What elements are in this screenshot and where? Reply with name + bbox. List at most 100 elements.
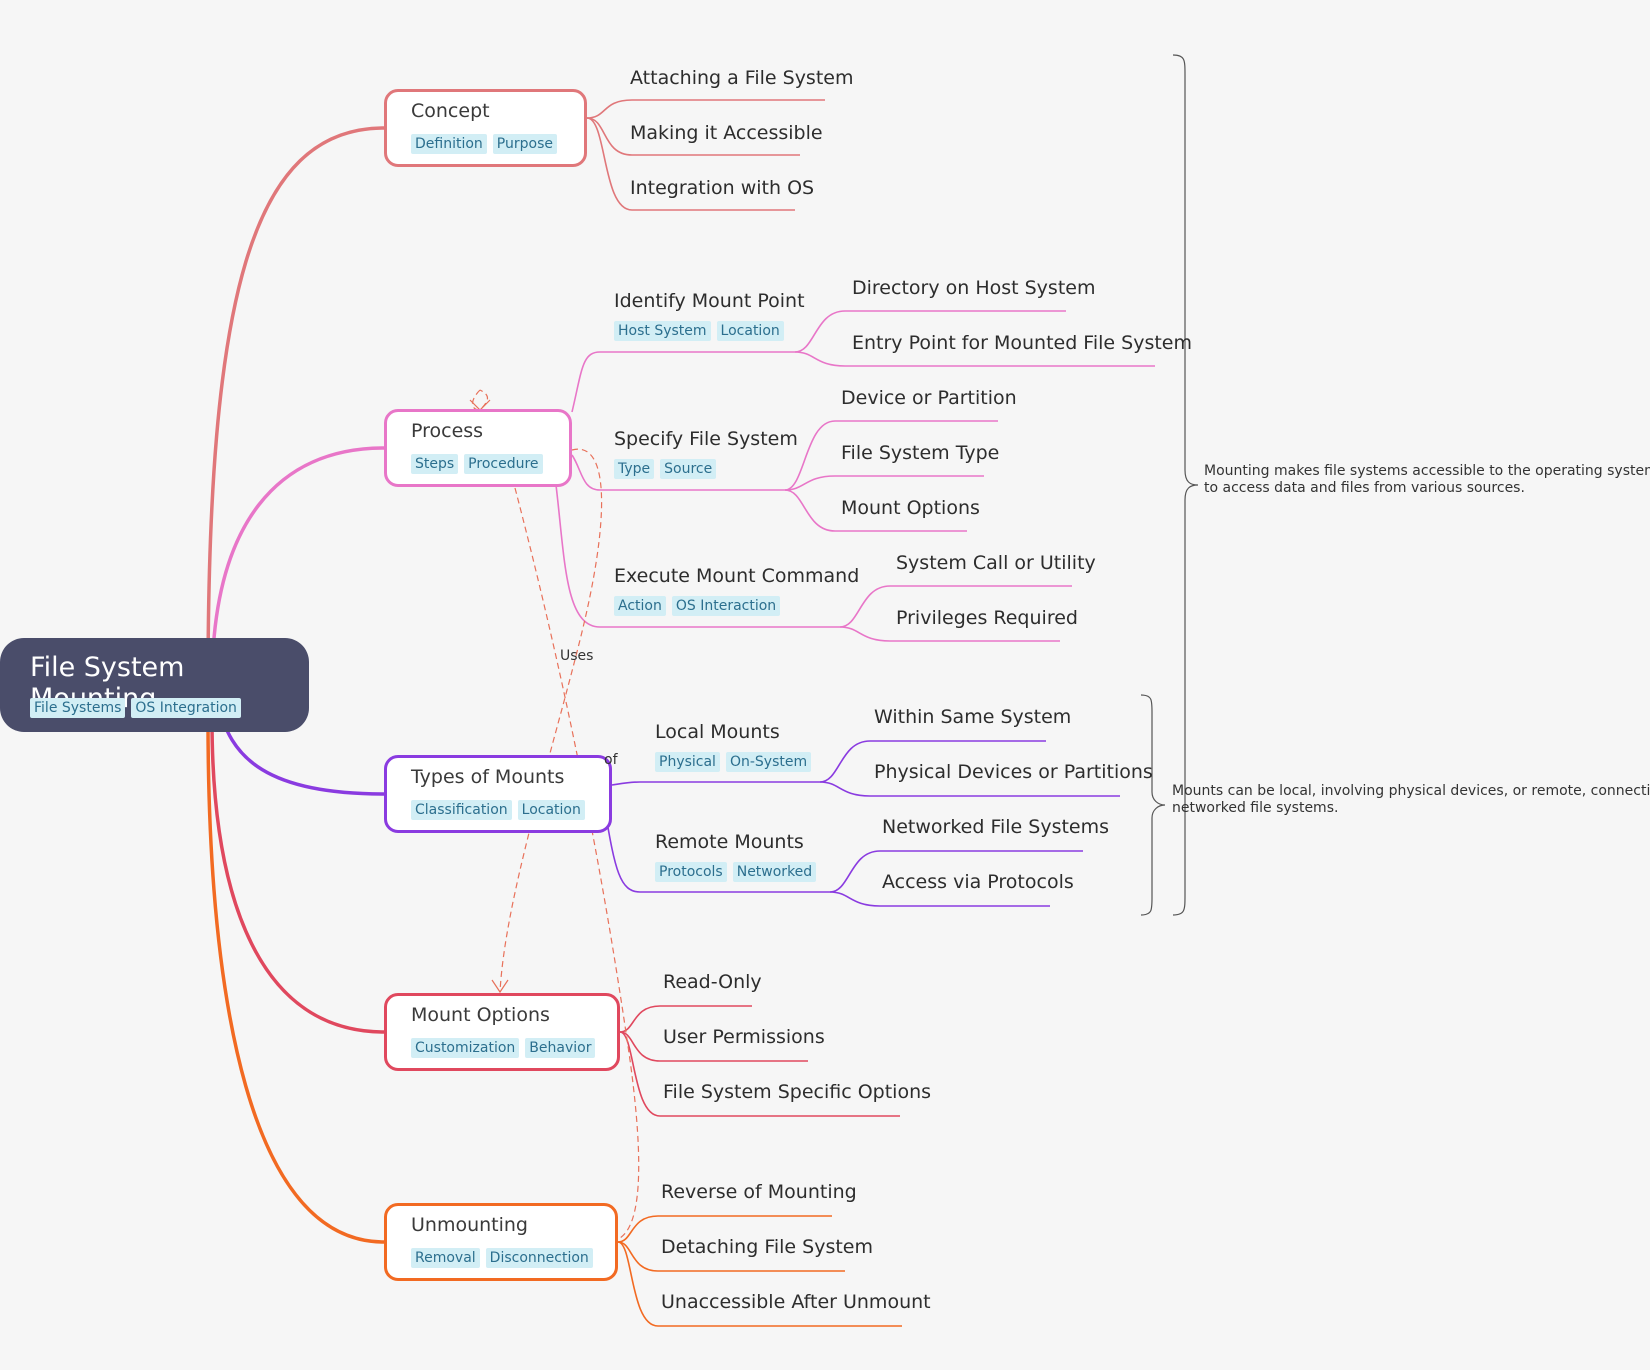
subtopic-line (555, 484, 840, 628)
root-topic[interactable]: File System Mounting File Systems OS Int… (0, 638, 309, 732)
tag: Location (517, 800, 585, 820)
leaf-line (617, 1241, 902, 1327)
subtopic-title[interactable]: Local Mounts (655, 721, 780, 743)
branch-types-of-mounts[interactable]: Types of Mounts Classification Location (384, 755, 612, 833)
summary-line: to access data and files from various so… (1204, 480, 1525, 496)
leaf-topic[interactable]: Attaching a File System (630, 67, 854, 89)
subtopic-tags: Physical On-System (655, 752, 812, 772)
tag: Location (716, 321, 784, 341)
tag: Customization (411, 1038, 520, 1058)
summary-bracket (1172, 54, 1199, 916)
leaf-line (819, 740, 1046, 783)
leaf-line (619, 1031, 808, 1062)
branch-line (210, 446, 385, 686)
leaf-topic[interactable]: Mount Options (841, 497, 980, 519)
tag: Action (614, 596, 666, 616)
leaf-topic[interactable]: Integration with OS (630, 177, 815, 199)
leaf-line (619, 1031, 900, 1117)
branch-title: Concept (411, 100, 490, 122)
leaf-line (784, 475, 984, 491)
branch-concept[interactable]: Concept Definition Purpose (384, 89, 587, 167)
leaf-line (794, 351, 1155, 367)
leaf-topic[interactable]: Entry Point for Mounted File System (852, 332, 1192, 354)
leaf-topic[interactable]: Unaccessible After Unmount (661, 1291, 931, 1313)
tag: Procedure (464, 454, 543, 474)
leaf-line (586, 99, 825, 119)
branch-tags: Classification Location (411, 800, 585, 820)
leaf-line (617, 1241, 845, 1272)
tag: Networked (732, 862, 817, 882)
relationship-arrow (491, 979, 509, 994)
branch-line (210, 719, 385, 1034)
tag: Physical (655, 752, 720, 772)
leaf-topic[interactable]: Making it Accessible (630, 122, 823, 144)
tag: Definition (411, 134, 487, 154)
tag: On-System (725, 752, 812, 772)
tag: File Systems (30, 698, 126, 718)
branch-tags: Definition Purpose (411, 134, 557, 154)
root-topic-tags: File Systems OS Integration (30, 698, 241, 718)
tag: Disconnection (485, 1248, 593, 1268)
relationship-label[interactable]: of (604, 752, 618, 768)
subtopic-line (571, 351, 795, 413)
tag: OS Interaction (671, 596, 781, 616)
tag: OS Integration (131, 698, 241, 718)
relationship-label[interactable]: Uses (560, 648, 594, 664)
tag: Protocols (655, 862, 727, 882)
subtopic-title[interactable]: Execute Mount Command (614, 565, 860, 587)
leaf-line (586, 117, 800, 156)
branch-mount-options[interactable]: Mount Options Customization Behavior (384, 993, 620, 1071)
leaf-topic[interactable]: File System Type (841, 442, 1000, 464)
branch-title: Mount Options (411, 1004, 550, 1026)
leaf-topic[interactable]: Directory on Host System (852, 277, 1096, 299)
subtopic-tags: Protocols Networked (655, 862, 817, 882)
tag: Behavior (525, 1038, 596, 1058)
leaf-line (784, 420, 998, 491)
leaf-topic[interactable]: Within Same System (874, 706, 1072, 728)
relationship-line (514, 487, 640, 1239)
leaf-line (839, 585, 1072, 628)
leaf-topic[interactable]: Privileges Required (896, 607, 1078, 629)
branch-process[interactable]: Process Steps Procedure (384, 409, 572, 487)
summary-line: networked file systems. (1172, 800, 1339, 816)
subtopic-tags: Host System Location (614, 321, 784, 341)
branch-line (206, 126, 385, 686)
leaf-topic[interactable]: Read-Only (663, 971, 762, 993)
leaf-topic[interactable]: File System Specific Options (663, 1081, 932, 1103)
tag: Purpose (492, 134, 557, 154)
summary-line: Mounts can be local, involving physical … (1172, 783, 1650, 799)
subtopic-tags: Type Source (614, 459, 717, 479)
summary-line: Mounting makes file systems accessible t… (1204, 463, 1650, 479)
leaf-topic[interactable]: Access via Protocols (882, 871, 1074, 893)
branch-line (206, 719, 385, 1244)
leaf-topic[interactable]: System Call or Utility (896, 552, 1096, 574)
leaf-line (819, 781, 1120, 797)
subtopic-line (604, 809, 830, 893)
leaf-topic[interactable]: Device or Partition (841, 387, 1017, 409)
leaf-line (829, 850, 1083, 893)
leaf-line (839, 626, 1060, 642)
tag: Source (660, 459, 717, 479)
subtopic-title[interactable]: Remote Mounts (655, 831, 804, 853)
subtopic-title[interactable]: Specify File System (614, 428, 798, 450)
subtopic-title[interactable]: Identify Mount Point (614, 290, 805, 312)
leaf-line (617, 1215, 832, 1243)
branch-tags: Customization Behavior (411, 1038, 596, 1058)
leaf-topic[interactable]: Physical Devices or Partitions (874, 761, 1153, 783)
branch-title: Process (411, 420, 484, 442)
leaf-topic[interactable]: Reverse of Mounting (661, 1181, 857, 1203)
leaf-line (784, 489, 967, 532)
tag: Steps (411, 454, 459, 474)
branch-unmounting[interactable]: Unmounting Removal Disconnection (384, 1203, 618, 1281)
summary-note[interactable]: Mounts can be local, involving physical … (1172, 783, 1650, 817)
leaf-line (586, 117, 795, 211)
leaf-topic[interactable]: Detaching File System (661, 1236, 874, 1258)
leaf-topic[interactable]: User Permissions (663, 1026, 825, 1048)
branch-title: Unmounting (411, 1214, 528, 1236)
tag: Classification (411, 800, 512, 820)
leaf-topic[interactable]: Networked File Systems (882, 816, 1110, 838)
summary-note[interactable]: Mounting makes file systems accessible t… (1204, 463, 1650, 497)
tag: Host System (614, 321, 711, 341)
